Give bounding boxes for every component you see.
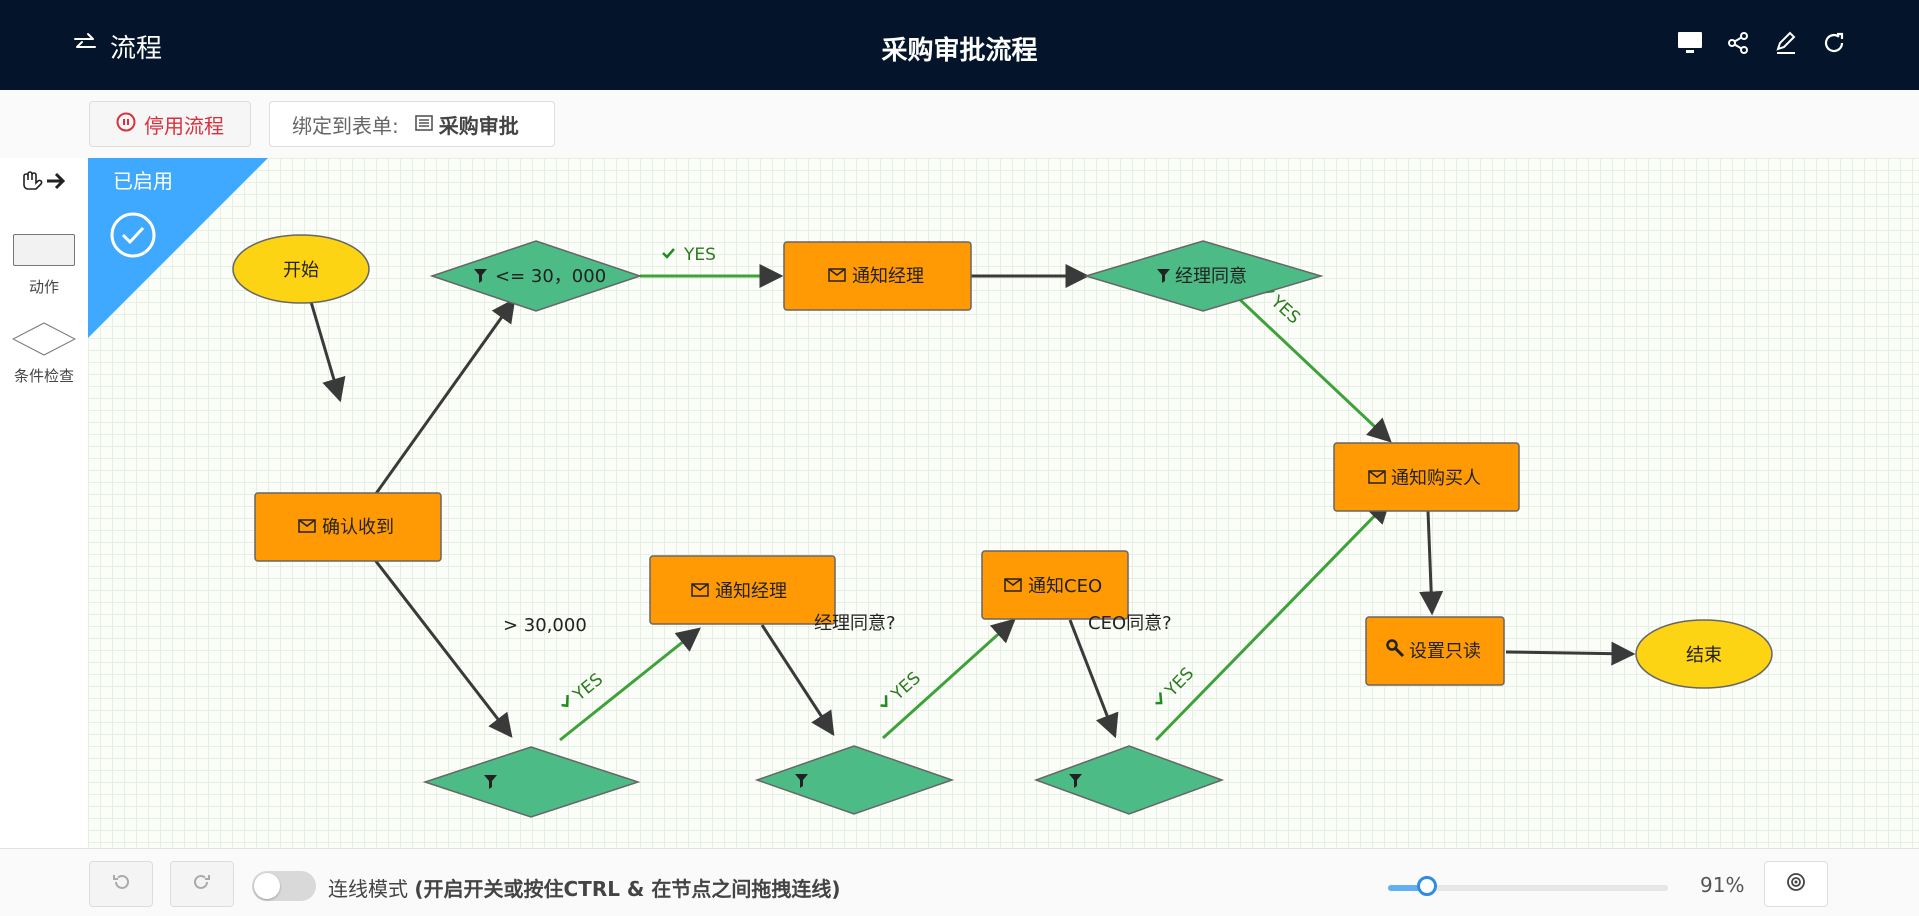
palette-condition-label: 条件检查 (13, 367, 74, 385)
node-notify-ceo[interactable]: 通知CEO (981, 550, 1129, 620)
back-label: 流程 (110, 34, 163, 64)
header-bar: 流程 采购审批流程 (0, 0, 1919, 90)
status-banner (88, 158, 268, 338)
svg-text:经理同意: 经理同意 (1175, 266, 1247, 287)
edge-start-confirm[interactable] (307, 294, 346, 403)
zoom-slider[interactable] (1388, 876, 1668, 896)
zoom-level: 91% (1700, 873, 1745, 897)
edge-cond-gt-notify-mgr2[interactable] (559, 627, 701, 742)
edge-ceo-agree-notify-buyer[interactable] (1154, 499, 1391, 742)
node-end[interactable]: 结束 (1635, 619, 1773, 689)
flow-toolbar: 停用流程 绑定到表单: 采购审批 (0, 90, 1919, 159)
connect-mode-text: 连线模式 (328, 877, 408, 901)
bind-form-box[interactable]: 绑定到表单: 采购审批 (269, 101, 555, 147)
svg-text:YES: YES (683, 245, 716, 265)
svg-text:经理同意?: 经理同意? (814, 613, 896, 634)
zoom-slider-thumb[interactable] (1417, 876, 1438, 896)
yes-label-top: YES (662, 245, 716, 265)
svg-text:YES: YES (887, 668, 925, 705)
svg-text:通知经理: 通知经理 (852, 266, 924, 287)
undo-button[interactable] (89, 861, 153, 907)
svg-text:<= 30，000: <= 30，000 (495, 266, 606, 287)
filter-icon (1069, 774, 1082, 788)
envelope-icon (691, 583, 709, 597)
svg-text:通知CEO: 通知CEO (1028, 576, 1102, 597)
palette-action-label: 动作 (28, 278, 59, 296)
target-icon (1786, 872, 1806, 896)
back-button[interactable]: 流程 (72, 28, 162, 65)
svg-text:结束: 结束 (1686, 645, 1722, 666)
toggle-knob (254, 873, 280, 899)
edge-notify-buyer-readonly[interactable] (1419, 510, 1444, 616)
share-icon[interactable] (1725, 30, 1751, 56)
connect-mode-hint: (开启开关或按住CTRL & 在节点之间拖拽连线) (414, 877, 841, 901)
node-palette: 动作 条件检查 (0, 158, 88, 848)
monitor-icon[interactable] (1677, 30, 1703, 56)
page-title: 采购审批流程 (881, 36, 1038, 66)
fit-view-button[interactable] (1764, 861, 1828, 907)
status-label: 已启用 (113, 169, 173, 193)
check-circle-icon (110, 212, 156, 258)
envelope-icon (1368, 470, 1386, 484)
node-cond-gt[interactable]: > 30,000 (422, 615, 641, 818)
svg-text:开始: 开始 (283, 260, 319, 281)
node-notify-mgr-bottom[interactable]: 通知经理 (649, 555, 836, 625)
pause-circle-icon (116, 112, 136, 137)
svg-text:> 30,000: > 30,000 (503, 615, 587, 636)
refresh-icon[interactable] (1821, 30, 1847, 56)
svg-text:YES: YES (1161, 664, 1198, 702)
filter-icon (474, 269, 487, 283)
flow-canvas[interactable]: 已启用 YES YES YES (88, 158, 1919, 848)
node-start[interactable]: 开始 (232, 234, 370, 304)
svg-text:确认收到: 确认收到 (322, 517, 394, 538)
bind-prefix: 绑定到表单: (292, 113, 399, 138)
edge-agree-notify-buyer[interactable] (1233, 293, 1392, 443)
palette-condition-shape[interactable] (12, 322, 76, 356)
svg-text:通知购买人: 通知购买人 (1391, 468, 1481, 489)
form-list-icon (414, 112, 433, 136)
bound-form-name[interactable]: 采购审批 (438, 113, 519, 138)
filter-icon (795, 774, 808, 788)
redo-icon (192, 872, 212, 897)
envelope-icon (298, 519, 316, 533)
svg-text:YES: YES (569, 670, 607, 706)
edge-readonly-end[interactable] (1505, 641, 1636, 666)
connect-mode-label: 连线模式 (开启开关或按住CTRL & 在节点之间拖拽连线) (328, 873, 840, 902)
node-ceo-agree[interactable]: CEO同意? (1033, 613, 1225, 815)
edge-confirm-cond-le[interactable] (373, 298, 516, 496)
bottom-bar: 连线模式 (开启开关或按住CTRL & 在节点之间拖拽连线) 91% (0, 848, 1919, 916)
node-mgr-agree-bottom[interactable]: 经理同意? (754, 613, 955, 815)
edge-agree2-notify-ceo[interactable] (881, 618, 1016, 740)
svg-text:设置只读: 设置只读 (1409, 641, 1481, 662)
zoom-slider-fill (1388, 885, 1428, 891)
connect-mode-toggle[interactable] (252, 871, 316, 901)
svg-text:CEO同意?: CEO同意? (1088, 613, 1172, 634)
node-confirm[interactable]: 确认收到 (254, 492, 442, 562)
redo-button[interactable] (170, 861, 234, 907)
node-mgr-agree-top[interactable]: 经理同意 (1083, 240, 1324, 312)
filter-icon (484, 775, 497, 789)
edge-notify-mgr2-agree2[interactable] (760, 624, 835, 737)
envelope-icon (828, 268, 846, 282)
pencil-icon[interactable] (1773, 30, 1799, 56)
node-set-readonly[interactable]: 设置只读 (1365, 616, 1505, 686)
disable-flow-button[interactable]: 停用流程 (89, 101, 251, 147)
svg-text:通知经理: 通知经理 (715, 581, 787, 602)
edge-confirm-cond-gt[interactable] (373, 559, 513, 738)
palette-action-shape[interactable] (13, 234, 75, 266)
hand-icon[interactable] (19, 170, 43, 196)
node-cond-le[interactable]: <= 30，000 (429, 240, 643, 312)
wrench-icon (1386, 639, 1405, 658)
filter-icon (1157, 269, 1170, 283)
undo-icon (111, 872, 131, 897)
arrow-right-icon[interactable] (45, 170, 67, 196)
node-notify-buyer[interactable]: 通知购买人 (1333, 442, 1520, 512)
envelope-icon (1004, 578, 1022, 592)
disable-flow-label: 停用流程 (144, 113, 224, 138)
swap-arrows-icon (72, 30, 98, 63)
node-notify-mgr-top[interactable]: 通知经理 (783, 241, 972, 311)
edge-notify-ceo-ceo-agree[interactable] (1068, 619, 1119, 739)
svg-text:YES: YES (1266, 291, 1304, 328)
